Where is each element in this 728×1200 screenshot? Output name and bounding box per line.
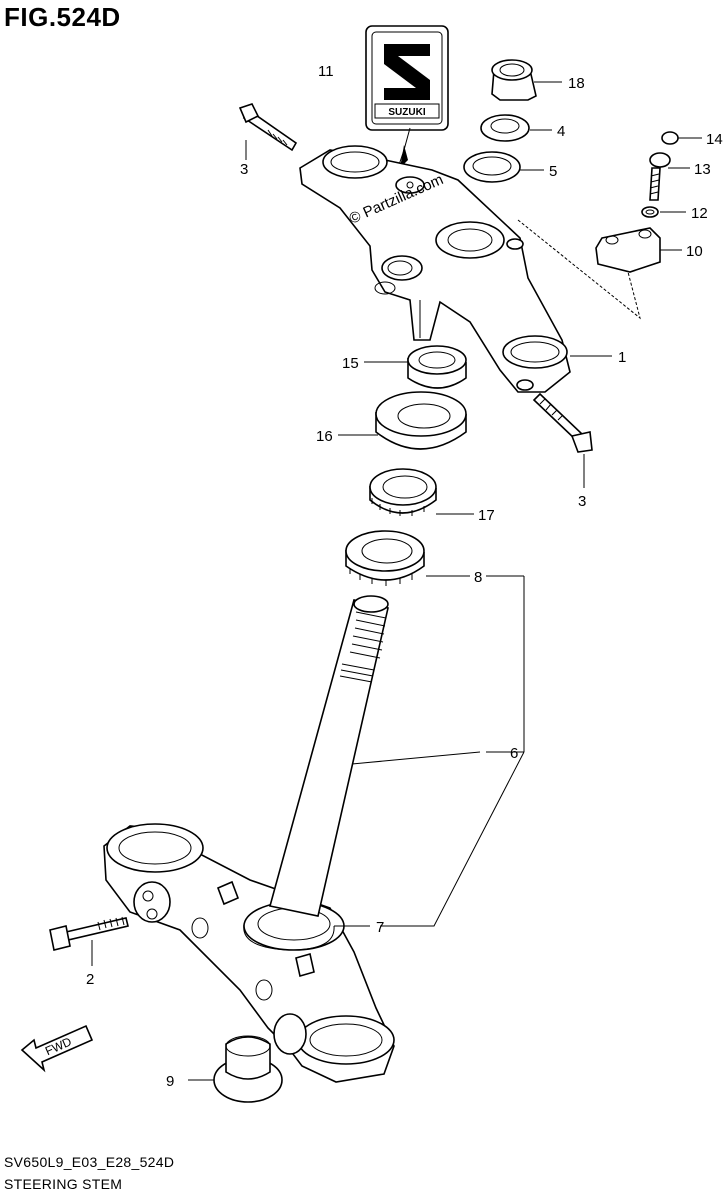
callout-11: 11 xyxy=(318,63,334,80)
callout-3-top: 3 xyxy=(240,161,248,178)
callout-4: 4 xyxy=(557,123,565,140)
seal-16 xyxy=(375,391,467,450)
bolt-2 xyxy=(49,916,129,951)
callout-8: 8 xyxy=(474,569,482,586)
callout-16: 16 xyxy=(316,428,333,445)
suzuki-emblem: SUZUKI xyxy=(365,25,449,131)
callout-5: 5 xyxy=(549,163,557,180)
bearing-8 xyxy=(345,530,425,586)
bolt-3-top xyxy=(238,103,298,152)
callout-2: 2 xyxy=(86,971,94,988)
figure-title: FIG.524D xyxy=(4,2,121,32)
callout-17: 17 xyxy=(478,507,495,524)
callout-10: 10 xyxy=(686,243,703,260)
callout-14: 14 xyxy=(706,131,723,148)
ring-5 xyxy=(463,151,521,183)
washer-12 xyxy=(641,206,659,218)
emblem-logo-text: SUZUKI xyxy=(388,107,425,118)
callout-9: 9 xyxy=(166,1073,174,1090)
steering-stem-6 xyxy=(103,595,395,1083)
holder-guide-line xyxy=(517,219,641,320)
holder-10 xyxy=(595,227,661,273)
callout-1: 1 xyxy=(618,349,626,366)
leader-lines xyxy=(91,81,702,1081)
callout-3-right: 3 xyxy=(578,493,586,510)
fwd-arrow: FWD xyxy=(20,1024,94,1073)
suzuki-s-logo-icon xyxy=(384,44,430,100)
emblem-arrowhead-icon xyxy=(400,145,408,168)
nut-15 xyxy=(407,345,467,389)
callouts: 11 18 4 5 14 13 12 10 3 1 15 16 3 17 8 6… xyxy=(86,63,723,1090)
washer-4 xyxy=(480,114,530,142)
figure-name: STEERING STEM xyxy=(4,1176,123,1192)
callout-7: 7 xyxy=(376,919,384,936)
bearing-17 xyxy=(369,468,437,516)
washer-7 xyxy=(243,923,335,951)
callout-15: 15 xyxy=(342,355,359,372)
figure-code: SV650L9_E03_E28_524D xyxy=(4,1154,175,1170)
callout-13: 13 xyxy=(694,161,711,178)
cap-14 xyxy=(661,131,679,145)
bolt-13 xyxy=(649,152,671,201)
callout-6: 6 xyxy=(510,745,518,762)
callout-12: 12 xyxy=(691,205,708,222)
callout-18: 18 xyxy=(568,75,585,92)
bolt-3-right xyxy=(532,392,593,453)
cap-9 xyxy=(213,1035,283,1103)
upper-bracket xyxy=(299,145,571,393)
cap-18 xyxy=(491,59,537,101)
